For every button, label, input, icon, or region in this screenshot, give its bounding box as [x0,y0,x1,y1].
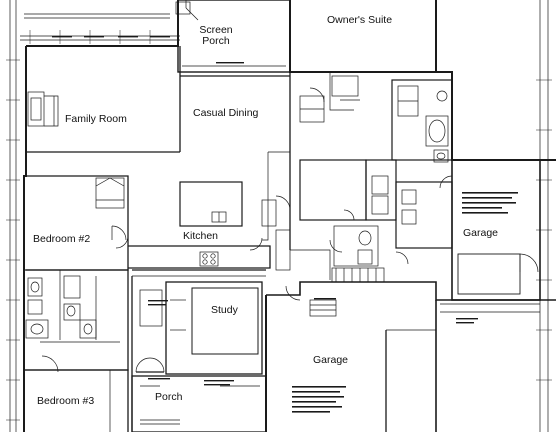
fireplace [27,91,45,127]
room-label-screen-porch-line2: Porch [196,35,236,47]
room-label-study: Study [210,304,239,316]
cooktop [199,251,219,267]
closet-bedroom2 [95,177,125,209]
room-label-casual-dining: Casual Dining [192,107,260,119]
room-label-side-garage: Garage [462,227,500,239]
garage-wall-north [266,281,556,301]
entry-door-left [135,357,151,373]
exterior-wall-north-family [26,0,179,47]
study-closet [139,289,163,327]
room-label-porch: Porch [154,391,184,403]
bedroom2-walls [26,175,129,271]
screen-porch-wall [177,0,291,73]
entry-door-right [149,357,165,373]
room-label-screen-porch-line1: Screen [196,24,236,36]
kitchen-island [179,181,243,227]
room-label-owners-suite: Owner's Suite [326,14,394,26]
porch-outline [131,375,267,432]
room-label-bedroom-2: Bedroom #2 [32,233,92,245]
exterior-wall-garage-north [436,71,556,161]
garage-steps [309,299,337,317]
garage-notes [52,36,518,413]
bathtub [425,115,449,147]
exterior-wall-west [23,46,27,432]
exterior-wall-owners-suite [289,0,437,73]
room-label-family-room: Family Room [64,113,128,125]
room-label-bedroom-3: Bedroom #3 [36,395,96,407]
owners-bath-walls [391,79,453,161]
study-walls [165,281,263,375]
room-label-kitchen: Kitchen [182,230,220,242]
laundry-walls [299,159,367,221]
room-label-garage: Garage [312,354,350,366]
suite-closet [331,75,359,97]
screen-porch-step [175,1,191,15]
bedroom3-walls [24,369,129,432]
